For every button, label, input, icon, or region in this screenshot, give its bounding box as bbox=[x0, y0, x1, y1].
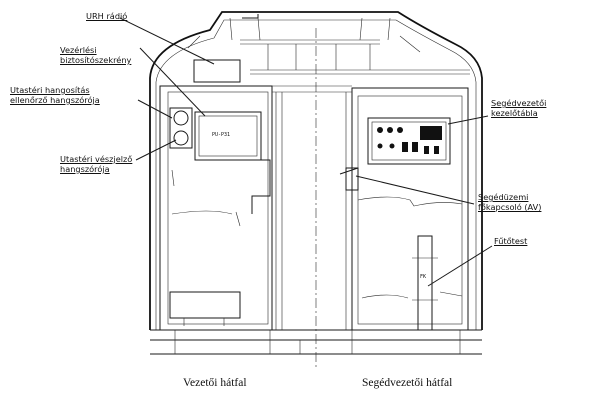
cab-inner-outline bbox=[155, 19, 477, 330]
label-aux-main-switch: Segédüzemi főkapcsoló (AV) bbox=[478, 192, 541, 212]
assistant-control-panel bbox=[367, 117, 451, 165]
label-aux-main-switch-line2: főkapcsoló (AV) bbox=[478, 202, 542, 212]
alarm-speaker bbox=[173, 130, 189, 146]
label-passenger-alarm-speaker-line1: Utastéri vészjelző bbox=[60, 154, 133, 164]
label-aux-main-switch-line1: Segédüzemi bbox=[478, 192, 529, 202]
left-wall-panel bbox=[159, 85, 273, 331]
label-control-fuse-box-line2: biztosítószekrény bbox=[60, 55, 132, 65]
fuse-box-tag: PU-P31 bbox=[212, 132, 230, 138]
label-control-fuse-box: Vezérlési biztosítószekrény bbox=[60, 45, 131, 65]
label-passenger-check-speaker-line1: Utastéri hangosítás bbox=[10, 85, 90, 95]
heater-tag: FK bbox=[420, 274, 426, 280]
cab-outline bbox=[149, 11, 483, 330]
caption-right-wall: Segédvezetői hátfal bbox=[362, 377, 453, 389]
caption-left-wall: Vezetői hátfal bbox=[183, 377, 247, 389]
leader-assistant-panel bbox=[447, 115, 489, 125]
leader-fuse bbox=[139, 47, 206, 117]
right-wall-panel bbox=[351, 87, 469, 331]
speaker-housing bbox=[169, 107, 193, 149]
left-lower-box bbox=[169, 291, 241, 319]
leader-check-speaker bbox=[137, 99, 173, 119]
urh-radio-box bbox=[193, 59, 241, 83]
label-assistant-panel: Segédvezetői kezelőtábla bbox=[491, 98, 546, 118]
leader-alarm-speaker bbox=[135, 139, 177, 161]
label-assistant-panel-line1: Segédvezetői bbox=[491, 98, 547, 108]
leader-urh bbox=[119, 17, 215, 65]
label-passenger-alarm-speaker-line2: hangszórója bbox=[60, 164, 110, 174]
fuse-box bbox=[194, 111, 262, 161]
label-heater: Fűtőtest bbox=[494, 236, 528, 246]
label-passenger-check-speaker-line2: ellenőrző hangszórója bbox=[10, 95, 100, 105]
label-assistant-panel-line2: kezelőtábla bbox=[491, 108, 538, 118]
heater-body bbox=[417, 235, 433, 331]
label-passenger-alarm-speaker: Utastéri vészjelző hangszórója bbox=[60, 154, 132, 174]
leader-heater bbox=[427, 245, 493, 287]
label-control-fuse-box-line1: Vezérlési bbox=[60, 45, 97, 55]
label-urh-radio: URH rádió bbox=[86, 11, 128, 21]
aux-main-switch bbox=[345, 167, 359, 191]
leader-main-switch bbox=[355, 175, 475, 205]
label-passenger-check-speaker: Utastéri hangosítás ellenőrző hangszórój… bbox=[10, 85, 100, 105]
check-speaker bbox=[173, 110, 189, 126]
